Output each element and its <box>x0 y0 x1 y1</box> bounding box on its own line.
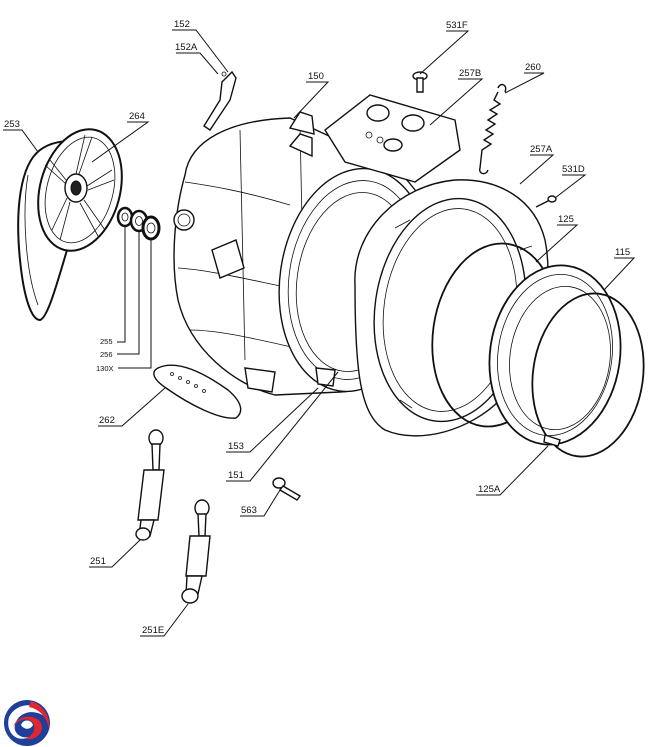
callout-115: 115 <box>615 247 630 258</box>
duct-262-part <box>153 364 242 419</box>
callout-563: 563 <box>241 505 257 516</box>
shock-absorber-251-part <box>135 429 165 541</box>
callout-251: 251 <box>90 556 106 567</box>
callout-151: 151 <box>228 470 244 481</box>
callout-125a: 125A <box>478 484 501 495</box>
callout-262: 262 <box>99 415 115 426</box>
seal-130x-part <box>141 215 161 241</box>
callout-255: 255 <box>100 337 113 346</box>
counterweight-top-part <box>324 94 461 183</box>
screw-563-part <box>272 477 302 501</box>
callout-251e: 251E <box>142 625 164 636</box>
callout-257a: 257A <box>530 144 553 155</box>
callout-152a: 152A <box>175 42 198 53</box>
leader-lines <box>3 29 636 637</box>
callout-150: 150 <box>308 71 324 82</box>
brand-logo <box>4 700 50 746</box>
screw-531f-part <box>412 71 428 93</box>
callout-531f: 531F <box>446 20 468 31</box>
door-gasket-part <box>488 264 622 446</box>
bearing-255-part <box>116 206 134 228</box>
drive-pulley-part <box>37 128 123 252</box>
callout-264: 264 <box>129 111 145 122</box>
callout-260: 260 <box>525 62 541 73</box>
screw-531d-part <box>535 195 557 208</box>
bracket-152-part <box>203 70 237 131</box>
callout-257b: 257B <box>459 68 481 79</box>
callout-152: 152 <box>174 19 190 30</box>
shock-absorber-251e-part <box>181 499 211 604</box>
callout-labels: 152 152A 150 531F 257B 260 253 264 257A … <box>4 19 630 636</box>
callout-531d: 531D <box>562 164 585 175</box>
callout-153: 153 <box>228 441 244 452</box>
callout-125: 125 <box>558 214 574 225</box>
callout-130x: 130X <box>96 364 114 373</box>
callout-256: 256 <box>100 350 113 359</box>
spring-260-part <box>478 83 507 175</box>
clamp-ring-125a-part <box>531 292 645 458</box>
callout-253: 253 <box>4 119 20 130</box>
